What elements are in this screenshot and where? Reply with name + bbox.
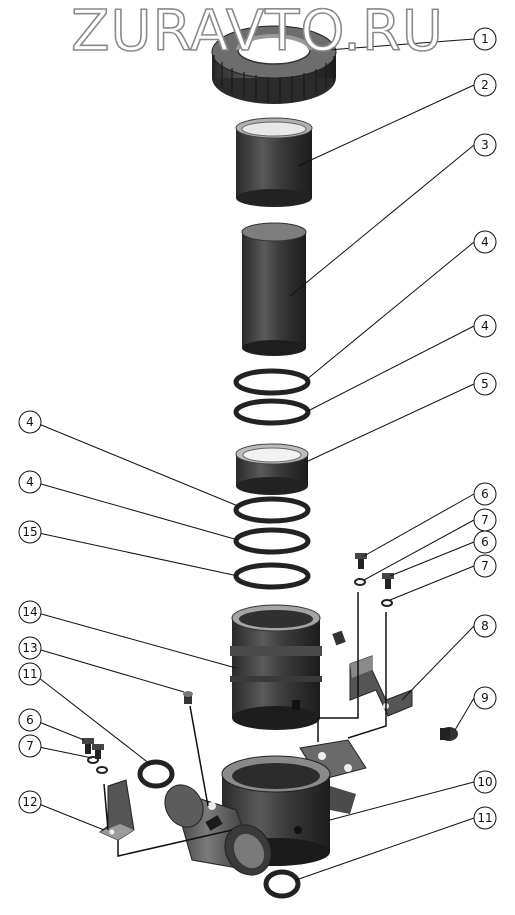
leader-lines — [33, 38, 475, 881]
callout-label-9: 9 — [481, 691, 489, 705]
callout-label-15: 15 — [22, 525, 38, 539]
callout-label-7a: 7 — [481, 513, 489, 527]
callout-label-4a: 4 — [481, 235, 489, 249]
callout-circles — [18, 27, 497, 830]
callout-label-11b: 11 — [477, 811, 493, 825]
bushing-part-2 — [235, 117, 313, 207]
assembly-lines — [103, 592, 387, 857]
gear-ring-part-1 — [211, 25, 337, 104]
callout-label-10: 10 — [477, 775, 493, 789]
callout-label-4d: 4 — [26, 475, 34, 489]
sleeve-part-14 — [230, 604, 322, 730]
callout-label-7c: 7 — [26, 739, 34, 753]
callout-label-6b: 6 — [481, 535, 489, 549]
seals-part-11 — [137, 759, 301, 899]
plug-small — [332, 630, 346, 646]
callout-label-6c: 6 — [26, 713, 34, 727]
pin-part-3 — [241, 222, 307, 356]
short-bushing-part-5 — [235, 443, 309, 495]
callout-label-5: 5 — [481, 377, 489, 391]
bolts-washers-right — [354, 553, 394, 607]
o-rings-part-4 — [233, 368, 311, 590]
callout-label-12: 12 — [22, 795, 38, 809]
bracket-part-8 — [349, 655, 413, 717]
bolts-washers-left — [82, 738, 108, 774]
callout-label-14: 14 — [22, 605, 38, 619]
watermark-text: ZURAVTO.RU — [70, 0, 444, 64]
plug-part-9 — [440, 727, 458, 741]
callout-label-7b: 7 — [481, 559, 489, 573]
grease-nipple-part-13 — [183, 691, 193, 704]
callout-label-1: 1 — [481, 32, 489, 46]
callout-label-8: 8 — [481, 619, 489, 633]
callout-label-11a: 11 — [22, 667, 38, 681]
housing-part-10 — [164, 739, 367, 876]
callout-label-3: 3 — [481, 138, 489, 152]
callout-label-4b: 4 — [481, 319, 489, 333]
callout-label-6a: 6 — [481, 487, 489, 501]
callout-label-4c: 4 — [26, 415, 34, 429]
callout-label-2: 2 — [481, 78, 489, 92]
callout-label-13: 13 — [22, 641, 38, 655]
